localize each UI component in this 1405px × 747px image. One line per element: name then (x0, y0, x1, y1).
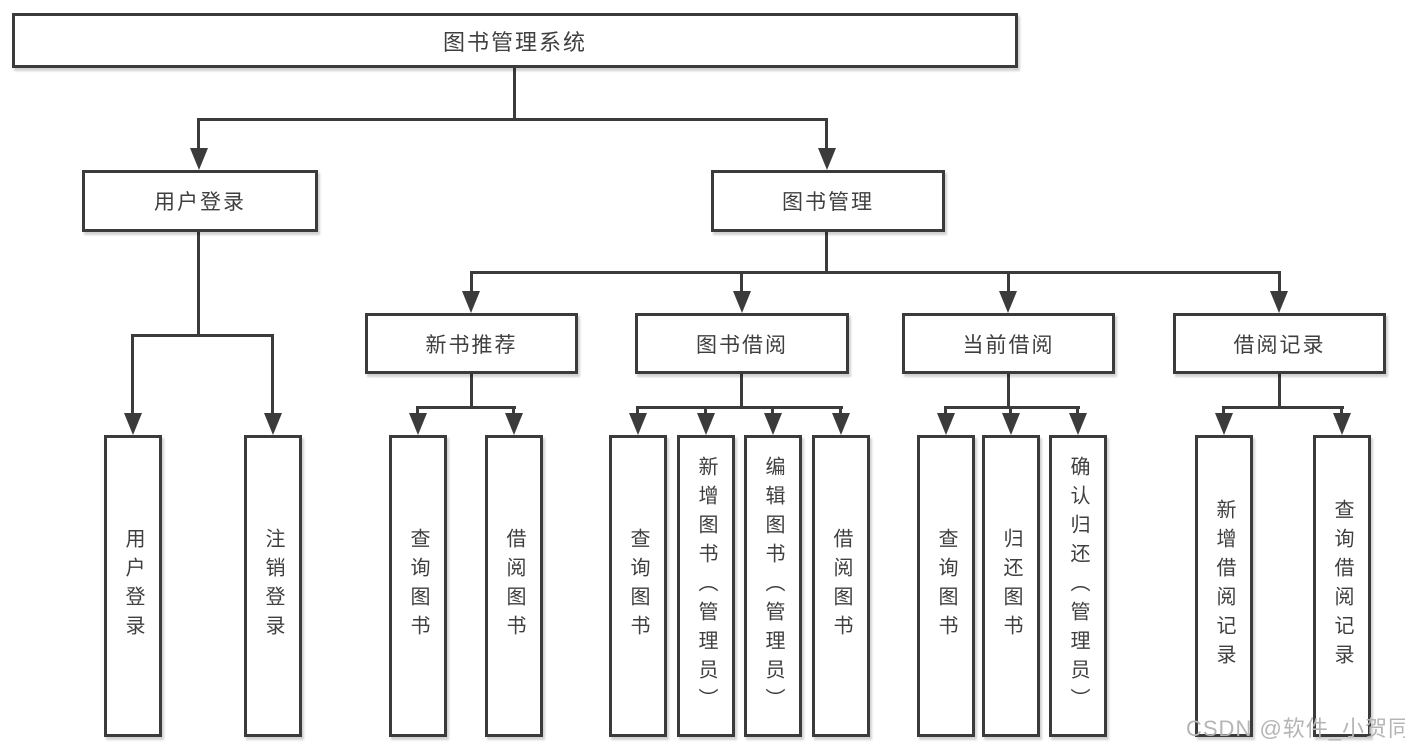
connector-line (771, 406, 774, 415)
arrowhead-down-icon (1215, 413, 1233, 435)
leaf-label: 查询图书 (627, 528, 649, 644)
leaf-query-books-recommend: 查询图书 (389, 435, 447, 737)
leaf-query-books-current: 查询图书 (917, 435, 975, 737)
leaf-label: 借阅图书 (830, 528, 852, 644)
connector-line (704, 406, 707, 415)
leaf-label: 确认归还（管理员） (1067, 455, 1089, 717)
leaf-label: 新增图书（管理员） (695, 455, 717, 717)
leaf-label: 查询借阅记录 (1331, 499, 1353, 673)
leaf-borrow-books: 借阅图书 (812, 435, 870, 737)
arrowhead-down-icon (937, 413, 955, 435)
leaf-label: 查询图书 (407, 528, 429, 644)
node-new-book-recommend: 新书推荐 (365, 313, 578, 374)
connector-line (197, 118, 828, 121)
connector-line (197, 232, 200, 337)
arrowhead-down-icon (999, 291, 1017, 313)
connector-line (416, 406, 516, 409)
connector-line (944, 406, 947, 415)
connector-line (944, 406, 1080, 409)
connector-line (513, 68, 516, 121)
connector-line (1278, 374, 1281, 409)
leaf-confirm-return-admin: 确认归还（管理员） (1049, 435, 1107, 737)
arrowhead-down-icon (505, 413, 523, 435)
connector-line (470, 374, 473, 409)
leaf-label: 新增借阅记录 (1213, 499, 1235, 673)
node-root: 图书管理系统 (12, 13, 1018, 68)
arrowhead-down-icon (190, 148, 208, 170)
leaf-query-books-borrow: 查询图书 (609, 435, 667, 737)
leaf-query-borrow-record: 查询借阅记录 (1313, 435, 1371, 737)
leaf-label: 注销登录 (262, 528, 284, 644)
connector-line (1278, 271, 1281, 292)
connector-line (636, 406, 639, 415)
arrowhead-down-icon (697, 413, 715, 435)
arrowhead-down-icon (818, 148, 836, 170)
leaf-label: 编辑图书（管理员） (762, 455, 784, 717)
connector-line (740, 374, 743, 409)
node-user-login: 用户登录 (82, 170, 318, 232)
leaf-logout: 注销登录 (244, 435, 302, 737)
arrowhead-down-icon (124, 413, 142, 435)
connector-line (470, 271, 1280, 274)
connector-line (1340, 406, 1343, 415)
leaf-label: 归还图书 (1000, 528, 1022, 644)
connector-line (197, 118, 200, 151)
connector-line (1007, 374, 1010, 409)
leaf-add-book-admin: 新增图书（管理员） (677, 435, 735, 737)
arrowhead-down-icon (1002, 413, 1020, 435)
arrowhead-down-icon (629, 413, 647, 435)
connector-line (839, 406, 842, 415)
node-book-borrow: 图书借阅 (635, 313, 849, 374)
connector-line (512, 406, 515, 415)
connector-line (636, 406, 843, 409)
node-book-management: 图书管理 (711, 170, 945, 232)
leaf-label: 借阅图书 (503, 528, 525, 644)
connector-line (825, 118, 828, 151)
arrowhead-down-icon (1333, 413, 1351, 435)
connector-line (740, 271, 743, 292)
arrowhead-down-icon (733, 291, 751, 313)
node-borrow-records: 借阅记录 (1173, 313, 1386, 374)
leaf-add-borrow-record: 新增借阅记录 (1195, 435, 1253, 737)
connector-line (470, 271, 473, 292)
arrowhead-down-icon (1069, 413, 1087, 435)
arrowhead-down-icon (832, 413, 850, 435)
leaf-label: 查询图书 (935, 528, 957, 644)
connector-line (1076, 406, 1079, 415)
arrowhead-down-icon (462, 291, 480, 313)
leaf-edit-book-admin: 编辑图书（管理员） (744, 435, 802, 737)
connector-line (1222, 406, 1225, 415)
arrowhead-down-icon (764, 413, 782, 435)
arrowhead-down-icon (1270, 291, 1288, 313)
connector-line (1009, 406, 1012, 415)
connector-line (271, 334, 274, 414)
connector-line (1222, 406, 1344, 409)
leaf-label: 用户登录 (122, 528, 144, 644)
leaf-return-books: 归还图书 (982, 435, 1040, 737)
node-current-borrow: 当前借阅 (902, 313, 1115, 374)
connector-line (825, 232, 828, 274)
connector-line (131, 334, 274, 337)
arrowhead-down-icon (409, 413, 427, 435)
leaf-borrow-books-recommend: 借阅图书 (485, 435, 543, 737)
connector-line (131, 334, 134, 414)
arrowhead-down-icon (264, 413, 282, 435)
csdn-watermark: CSDN @软件_小贺同学 (1186, 716, 1405, 741)
connector-line (1007, 271, 1010, 292)
connector-line (416, 406, 419, 415)
leaf-user-login: 用户登录 (104, 435, 162, 737)
